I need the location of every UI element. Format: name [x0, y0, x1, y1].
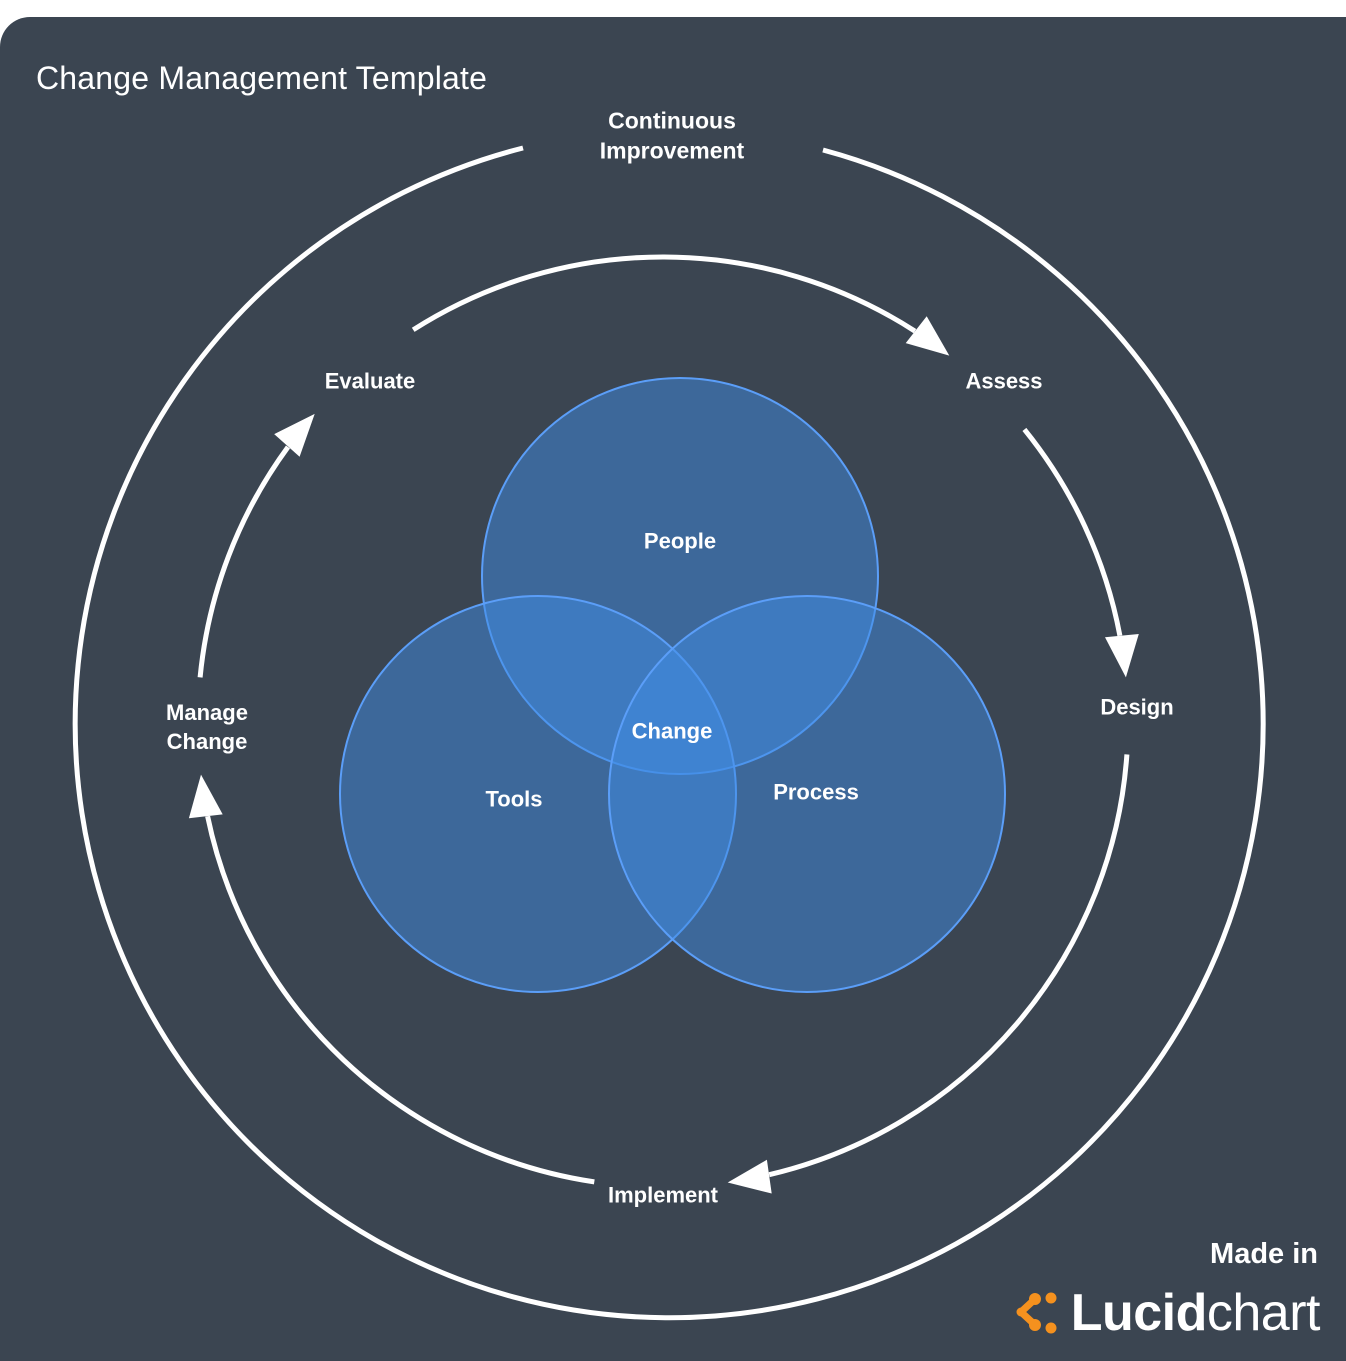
- lucidchart-icon: [1016, 1292, 1057, 1334]
- lucidchart-logo: Lucidchart: [1014, 1283, 1321, 1343]
- made-in-text: Made in: [1210, 1238, 1318, 1270]
- arc-manage-change-to-evaluate: [197, 445, 291, 678]
- cycle-label-assess: Assess: [965, 368, 1043, 394]
- brand-text-chart: chart: [1206, 1284, 1321, 1342]
- arc-evaluate-to-assess: [411, 254, 917, 334]
- outer-cycle-ring: [72, 145, 1266, 1321]
- brand-text-lucid: Lucid: [1070, 1284, 1208, 1342]
- venn-circle-process: [608, 595, 1006, 993]
- arrowhead-manage-change: [188, 774, 223, 819]
- cycle-label-implement: Implement: [607, 1182, 719, 1208]
- venn-label-process: Process: [773, 779, 859, 805]
- cycle-label-design: Design: [1100, 694, 1174, 720]
- page-title: Change Management Template: [36, 60, 488, 96]
- arrowhead-evaluate: [274, 413, 315, 457]
- arc-assess-to-design: [1022, 427, 1123, 637]
- venn-label-change: Change: [631, 718, 713, 744]
- cycle-label-evaluate: Evaluate: [324, 368, 416, 394]
- arrowhead-design: [1105, 634, 1139, 678]
- arc-design-to-implement: [768, 754, 1130, 1178]
- cycle-label-manage-change: Manage Change: [166, 699, 248, 754]
- arrowhead-assess: [905, 316, 950, 356]
- arc-implement-to-manage-change: [205, 815, 595, 1185]
- venn-label-tools: Tools: [485, 786, 543, 812]
- lucidchart-wordmark: Lucidchart: [1070, 1283, 1321, 1343]
- arrowhead-implement: [727, 1159, 772, 1194]
- venn-label-people: People: [643, 528, 717, 554]
- cycle-label-continuous-improvement: Continuous Improvement: [599, 107, 745, 164]
